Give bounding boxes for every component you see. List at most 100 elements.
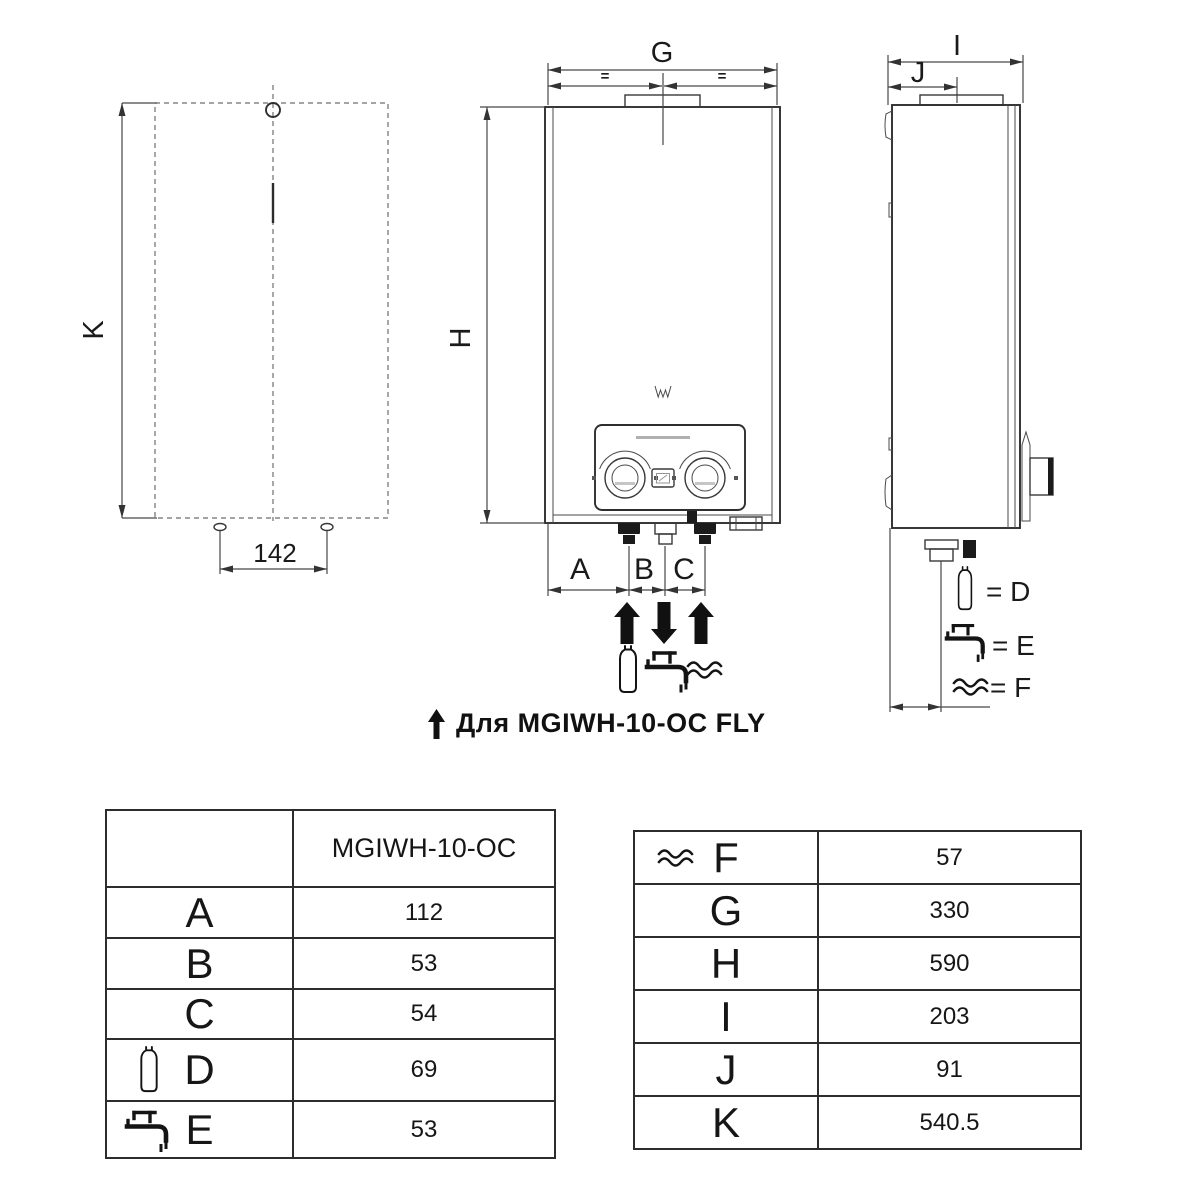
row-label-D: D	[107, 1040, 294, 1100]
table-row: H 590	[635, 936, 1080, 989]
label-142: 142	[253, 538, 296, 568]
row-label-E: E	[107, 1102, 294, 1157]
row-value-K: 540.5	[919, 1108, 980, 1136]
power-connector	[729, 516, 763, 531]
panel-caption-text	[636, 436, 690, 439]
dimension-I: I	[887, 30, 1024, 105]
brand-mark-icon	[654, 385, 672, 399]
legend-F-text: = F	[990, 672, 1031, 703]
gas-control-knob[interactable]	[592, 450, 658, 499]
table-row: D 69	[107, 1038, 554, 1100]
table-row: C 54	[107, 988, 554, 1038]
water-tap-icon	[124, 1110, 169, 1152]
wall-hook-bottom	[884, 474, 893, 511]
dimension-G: G	[547, 37, 778, 105]
gas-cylinder-icon	[140, 1046, 158, 1093]
row-label-J: J	[635, 1044, 819, 1095]
table-row: J 91	[635, 1042, 1080, 1095]
gas-in-arrow-icon	[614, 602, 640, 644]
mounting-keyhole	[265, 102, 281, 118]
label-A: A	[570, 553, 590, 586]
water-tap-icon	[644, 651, 689, 693]
wall-hook-top	[884, 110, 893, 141]
row-value-J: 91	[936, 1055, 963, 1083]
water-waves-icon	[952, 678, 989, 696]
water-control-knob[interactable]	[672, 450, 738, 499]
row-value-E: 53	[410, 1115, 438, 1143]
table-row: MGIWH-10-OC	[107, 811, 554, 886]
hot-water-outlet-fitting	[654, 522, 677, 545]
row-value-C: 54	[410, 1000, 438, 1027]
label-H: H	[445, 328, 477, 349]
mount-hole-right	[320, 522, 334, 532]
bottom-fitting-side	[924, 539, 976, 562]
table-row: B 53	[107, 937, 554, 988]
dimension-H: H	[445, 106, 545, 524]
row-label-A: A	[107, 888, 294, 937]
label-I: I	[953, 30, 961, 62]
row-value-D: 69	[410, 1056, 438, 1083]
top-collar-side	[919, 94, 1004, 106]
row-label-C: C	[107, 990, 294, 1038]
equal-mark-right: =	[718, 68, 727, 85]
table-row: K 540.5	[635, 1095, 1080, 1148]
table-row: A 112	[107, 886, 554, 937]
control-panel	[592, 424, 746, 511]
legend-water-tap: = E	[944, 624, 1035, 662]
row-value-I: 203	[929, 1002, 970, 1030]
water-waves-icon	[686, 661, 723, 679]
row-label-B: B	[107, 939, 294, 988]
dimension-K: K	[78, 102, 157, 519]
legend-D-text: = D	[986, 576, 1030, 607]
table-row: E 53	[107, 1100, 554, 1157]
row-value-A: 112	[404, 898, 444, 926]
row-label-F: F	[635, 832, 819, 883]
label-K: K	[78, 320, 110, 340]
heater-body-side	[891, 104, 1021, 529]
label-G: G	[651, 37, 674, 69]
label-J: J	[911, 57, 926, 89]
legend-E-text: = E	[992, 630, 1035, 661]
front-view: G = = H	[445, 37, 781, 693]
row-value-G: 330	[929, 896, 970, 924]
side-view: I J	[884, 30, 1054, 712]
row-value-B: 53	[410, 949, 438, 977]
water-tap-icon	[944, 624, 985, 662]
up-arrow-icon	[428, 708, 445, 739]
hot-water-out-arrow-icon	[651, 602, 677, 644]
dimensions-table-left: MGIWH-10-OC A 112 B 53 C 54 D	[105, 809, 556, 1159]
cold-water-inlet-fitting	[687, 511, 716, 544]
row-value-F: 57	[936, 843, 963, 871]
row-label-K: K	[635, 1097, 819, 1148]
dimension-equal-halves: = =	[548, 68, 777, 90]
model-header-cell: MGIWH-10-OC	[331, 833, 517, 863]
row-value-H: 590	[929, 949, 970, 977]
dimension-J: J	[888, 57, 958, 103]
dimension-bottom-offset	[889, 528, 990, 712]
rear-outline	[154, 102, 389, 519]
row-label-G: G	[635, 885, 819, 936]
model-caption: Для MGIWH-10-OC FLY	[428, 708, 766, 739]
row-label-H: H	[635, 938, 819, 989]
gas-cylinder-icon	[619, 645, 637, 693]
flow-arrows	[614, 602, 714, 644]
side-bracket	[1021, 430, 1054, 522]
caption-text: Для MGIWH-10-OC FLY	[456, 708, 766, 738]
gas-cylinder-icon	[957, 566, 973, 611]
empty-header-cell	[107, 811, 294, 886]
dimension-ABC: A B C	[547, 523, 706, 596]
equal-mark-left: =	[601, 68, 610, 85]
rear-template-view: K 142	[78, 85, 389, 574]
label-C: C	[673, 553, 695, 586]
legend-water-waves: = F	[952, 672, 1031, 703]
legend-gas-cylinder: = D	[957, 566, 1030, 611]
table-row: I 203	[635, 989, 1080, 1042]
dimension-142: 142	[219, 531, 328, 574]
row-label-I: I	[635, 991, 819, 1042]
table-row: F 57	[635, 832, 1080, 883]
water-waves-icon	[657, 848, 694, 867]
mount-hole-left	[213, 522, 227, 532]
dimensions-table-right: F 57 G 330 H 590 I 203 J 91 K 540.5	[633, 830, 1082, 1150]
gas-inlet-fitting	[618, 523, 640, 544]
